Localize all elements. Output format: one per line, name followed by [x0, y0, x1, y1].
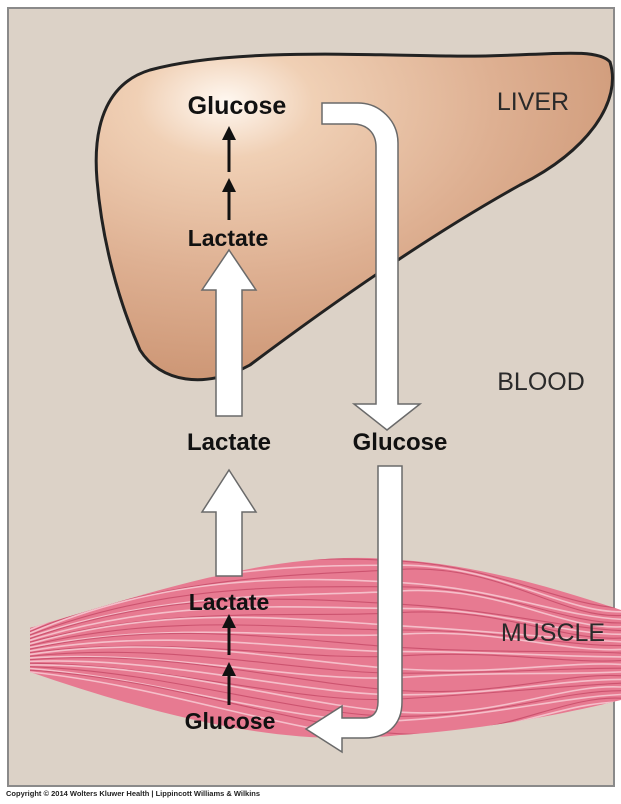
blood-glucose-label: Glucose	[353, 429, 448, 456]
liver-glucose-label: Glucose	[188, 92, 287, 120]
blood-region-label: BLOOD	[497, 368, 585, 396]
liver-lactate-label: Lactate	[188, 225, 269, 251]
muscle-glucose-label: Glucose	[185, 708, 276, 734]
liver-region-label: LIVER	[497, 88, 569, 116]
blood-lactate-label: Lactate	[187, 429, 271, 456]
muscle-region-label: MUSCLE	[501, 619, 605, 647]
copyright-notice: Copyright © 2014 Wolters Kluwer Health |…	[6, 789, 260, 798]
muscle-lactate-label: Lactate	[189, 589, 270, 615]
